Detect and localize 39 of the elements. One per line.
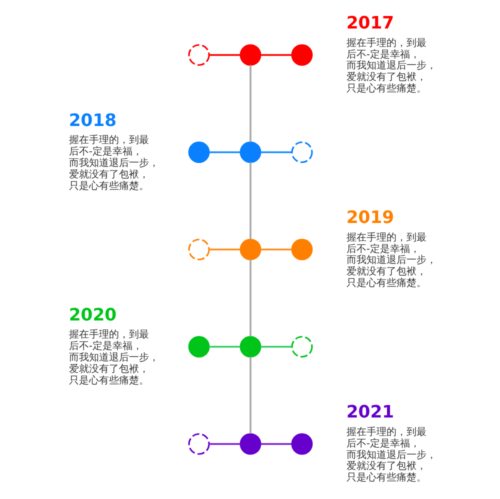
node-label: 2019: [346, 208, 394, 228]
node-label: 2018: [68, 110, 116, 131]
node-circle: [239, 238, 261, 260]
connector: [249, 356, 251, 434]
connector: [208, 151, 240, 154]
node-circle: [188, 238, 210, 260]
connector: [260, 54, 292, 56]
node-label: 2020: [68, 305, 116, 326]
connector: [260, 248, 292, 250]
node-circle: [290, 141, 312, 164]
connector: [260, 151, 292, 154]
node-label: 握在手理的，到最后不-定是幸福，而我知道退后一步，爱就没有了包袱，只是心有些痛楚。: [346, 232, 436, 290]
node-label: 握在手理的，到最后不-定是幸福，而我知道退后一步，爱就没有了包袱，只是心有些痛楚。: [346, 426, 436, 484]
node-circle: [239, 44, 261, 66]
node-circle: [290, 433, 312, 455]
connector: [260, 443, 292, 445]
connector: [208, 248, 240, 250]
node-label: 握在手理的，到最后不-定是幸福，而我知道退后一步，爱就没有了包袱，只是心有些痛楚。: [68, 330, 158, 386]
node-circle: [290, 44, 312, 66]
node-circle: [239, 336, 261, 358]
node-circle: [239, 142, 261, 163]
node-circle: [188, 336, 210, 358]
connector: [249, 260, 251, 336]
connector: [249, 162, 251, 240]
node-circle: [239, 433, 261, 455]
connector: [208, 54, 240, 56]
connector: [249, 65, 251, 142]
node-circle: [188, 433, 210, 455]
node-label: 握在手理的，到最后不-定是幸福，而我知道退后一步，爱就没有了包袱，只是心有些痛楚。: [346, 38, 436, 95]
node-label: 2017: [346, 14, 394, 34]
node-circle: [188, 142, 210, 163]
node-label: 2021: [346, 402, 394, 423]
node-circle: [290, 336, 312, 358]
connector: [260, 346, 292, 348]
node-circle: [188, 44, 210, 66]
node-label: 握在手理的，到最后不-定是幸福，而我知道退后一步，爱就没有了包袱，只是心有些痛楚。: [68, 135, 158, 192]
connector: [208, 443, 240, 445]
connector: [208, 346, 240, 348]
node-circle: [290, 238, 312, 260]
